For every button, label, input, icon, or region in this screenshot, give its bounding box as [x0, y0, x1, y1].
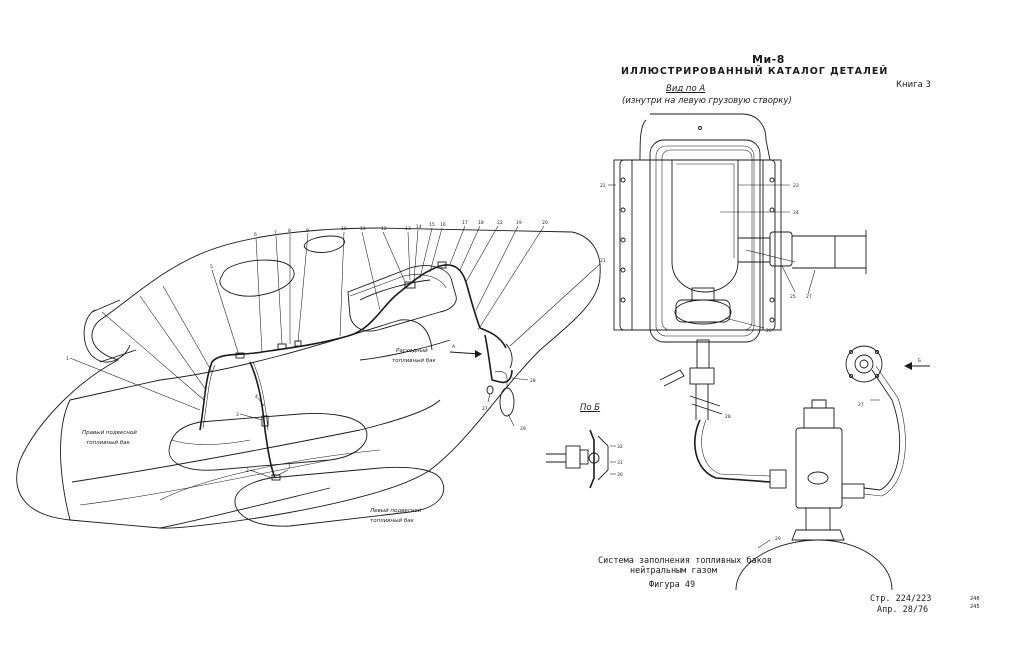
supply-tank-label-1: Расходный	[396, 348, 428, 354]
supply-tank-label-2: топливный бак	[392, 358, 437, 364]
callout-29: 29	[520, 426, 526, 432]
callout-16: 16	[440, 222, 446, 228]
callout-6: 6	[254, 232, 257, 238]
callout-18: 18	[478, 220, 484, 226]
cutaway-callout-22: 22	[600, 183, 606, 189]
cutaway-callout-27: 27	[806, 294, 812, 300]
cutaway-callout-29: 29	[775, 536, 781, 542]
left-tank-label-1: Левый подвесной	[369, 508, 422, 514]
view-a-cutaway: 22 23 24 25 26 27 28 29	[600, 113, 867, 542]
catalog-title: ИЛЛЮСТРИРОВАННЫЙ КАТАЛОГ ДЕТАЛЕЙ	[621, 66, 889, 77]
cutaway-callout-28: 28	[725, 414, 731, 420]
sheet-number-2: 245	[970, 604, 980, 610]
tank-labels: Правый подвесной топливный бак Расходный…	[82, 348, 437, 524]
cutaway-callout-23: 23	[793, 183, 799, 189]
view-a-title: Вид по А	[666, 84, 706, 94]
leader-lines	[69, 225, 601, 479]
callout-2: 2	[246, 468, 249, 474]
cutaway-callout-26: 26	[766, 328, 772, 334]
callout-13: 13	[405, 226, 411, 232]
callout-17: 17	[462, 220, 468, 226]
view-a-subtitle: (изнутри на левую грузовую створку)	[622, 96, 792, 106]
view-letter-a: А	[452, 344, 456, 350]
cutaway-callout-24: 24	[793, 210, 799, 216]
callout-22: 22	[497, 220, 503, 226]
view-b-title: По Б	[580, 403, 601, 413]
valve-callout-27: 27	[858, 402, 864, 408]
left-external-tank	[234, 466, 445, 527]
fuselage-outline	[16, 227, 601, 529]
caption-line-1: Система заполнения топливных баков	[598, 556, 772, 566]
caption-line-2: нейтральным газом	[630, 566, 717, 576]
callout-11: 11	[360, 226, 366, 232]
book-label: Книга 3	[896, 80, 931, 90]
right-tank-label-2: топливный бак	[86, 440, 131, 446]
valve-assembly: Б 27	[659, 345, 930, 591]
callout-7: 7	[274, 230, 277, 236]
view-letter-b: Б	[918, 358, 921, 364]
callout-9: 9	[306, 228, 309, 234]
callout-20: 20	[542, 220, 548, 226]
callout-1: 1	[66, 356, 69, 362]
right-external-tank	[168, 413, 368, 471]
detail-callout-31: 31	[617, 460, 623, 466]
callout-4: 4	[255, 394, 258, 400]
cutaway-callout-25: 25	[790, 294, 796, 300]
callout-15: 15	[429, 222, 435, 228]
detail-view-b: 32 31 30	[546, 429, 623, 489]
main-callout-numbers: 1 2 3 4 5 6 7 8 9 10 11 12 13 14 15 16 1…	[66, 220, 606, 474]
sheet-number-1: 246	[970, 596, 980, 602]
callout-12: 12	[381, 226, 387, 232]
revision-date: Апр. 28/76	[877, 605, 929, 615]
left-tank-label-2: топливный бак	[370, 518, 415, 524]
callout-8: 8	[288, 228, 291, 234]
callout-5: 5	[210, 264, 213, 270]
right-tank-label-1: Правый подвесной	[82, 430, 137, 436]
detail-callout-32: 32	[617, 444, 623, 450]
callout-21: 21	[600, 258, 606, 264]
page-number: Стр. 224/223	[870, 594, 932, 604]
callout-1b: 1	[288, 464, 291, 470]
aircraft-title: Ми-8	[752, 53, 785, 66]
callout-3: 3	[236, 412, 239, 418]
detail-callout-30: 30	[617, 472, 623, 478]
callout-27: 27	[482, 406, 488, 412]
callout-14: 14	[416, 224, 422, 230]
callout-10: 10	[341, 226, 347, 232]
callout-28: 28	[530, 378, 536, 384]
gas-piping-network	[199, 261, 515, 481]
callout-19: 19	[516, 220, 522, 226]
figure-number: Фигура 49	[649, 580, 696, 590]
